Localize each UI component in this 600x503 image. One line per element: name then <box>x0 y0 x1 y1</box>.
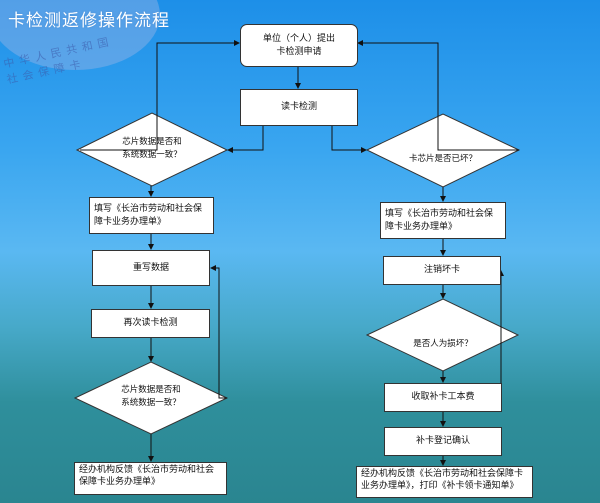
decision-human-damage <box>365 298 520 372</box>
decision-left-2-label: 芯片数据是否和 系统数据一致？ <box>121 385 181 408</box>
page-title: 卡检测返修操作流程 <box>8 11 170 31</box>
fill-form-right-node: 填写《长治市劳动和社会保障卡业务办理单》 <box>380 202 506 239</box>
decision-right-label: 卡芯片是否已坏？ <box>408 154 477 164</box>
reread-node: 再次读卡检测 <box>91 309 210 338</box>
decision-left-label: 芯片数据是否和 系统数据一致？ <box>122 137 182 160</box>
confirm-node: 补卡登记确认 <box>384 427 502 456</box>
cancel-card-node: 注销坏卡 <box>383 256 501 285</box>
decision-human-damage-label: 是否人为损坏？ <box>413 339 473 349</box>
fill-form-left-node: 填写《长治市劳动和社会保障卡业务办理单》 <box>89 197 214 234</box>
fee-node: 收取补卡工本费 <box>384 383 502 412</box>
read-card-node: 读卡检测 <box>240 89 358 126</box>
start-node: 单位（个人）提出 卡检测申请 <box>240 24 358 67</box>
final-left-node: 经办机构反馈《长治市劳动和社会保障卡业务办理单》 <box>74 462 227 495</box>
rewrite-data-node: 重写数据 <box>92 250 210 286</box>
final-right-node: 经办机构反馈《长治市劳动和社会保障卡业务办理单》，打印《补卡领卡通知单》 <box>356 466 533 498</box>
